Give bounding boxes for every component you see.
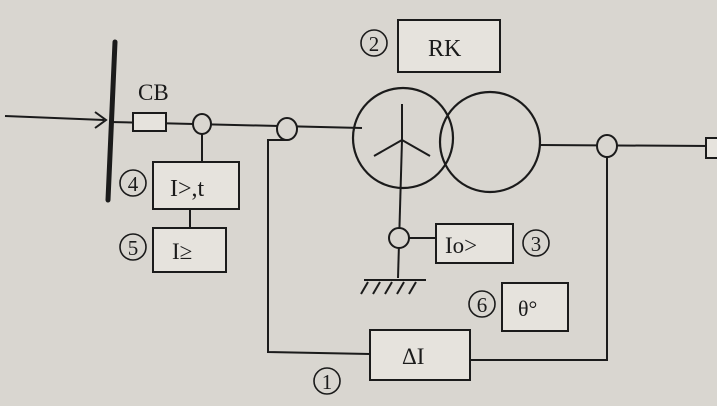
svg-text:5: 5 [128, 236, 139, 260]
transformer-secondary-winding [438, 90, 542, 194]
differential-label: ΔI [402, 344, 424, 369]
transformer-primary-winding [351, 86, 455, 190]
current-transformer-1 [192, 113, 212, 135]
svg-text:4: 4 [128, 172, 139, 196]
marker-5: 5 [119, 233, 147, 261]
neutral-current-transformer [388, 227, 410, 249]
load-terminal [705, 137, 717, 159]
earth-fault-relay-box [435, 223, 514, 264]
svg-text:3: 3 [531, 232, 542, 256]
overcurrent-label: I>,t [170, 176, 205, 202]
temperature-relay-box [501, 282, 569, 332]
marker-6: 6 [468, 290, 496, 318]
wye-symbol [373, 104, 431, 157]
rk-relay-box [397, 19, 501, 73]
differential-relay-box [369, 329, 471, 381]
current-transformer-2 [276, 117, 298, 141]
svg-text:2: 2 [369, 32, 380, 56]
ground-icon [360, 279, 426, 295]
marker-1: 1 [313, 367, 341, 395]
incoming-arrow [4, 111, 108, 129]
svg-text:6: 6 [477, 293, 488, 317]
secondary-line [539, 144, 711, 147]
cb-label: CB [138, 80, 169, 105]
marker-2: 2 [360, 29, 388, 57]
temperature-label: θ° [518, 296, 537, 321]
rk-label: RK [428, 36, 462, 62]
circuit-breaker [132, 112, 167, 132]
instantaneous-label: I≥ [172, 239, 192, 264]
busbar [105, 39, 118, 203]
marker-4: 4 [119, 169, 147, 197]
current-transformer-3 [596, 134, 618, 158]
earth-fault-label: Io> [445, 233, 477, 258]
svg-text:1: 1 [322, 370, 333, 394]
instantaneous-relay-box [152, 227, 227, 273]
neutral-conductor [397, 139, 403, 279]
marker-3: 3 [522, 229, 550, 257]
overcurrent-relay-box [152, 161, 240, 210]
